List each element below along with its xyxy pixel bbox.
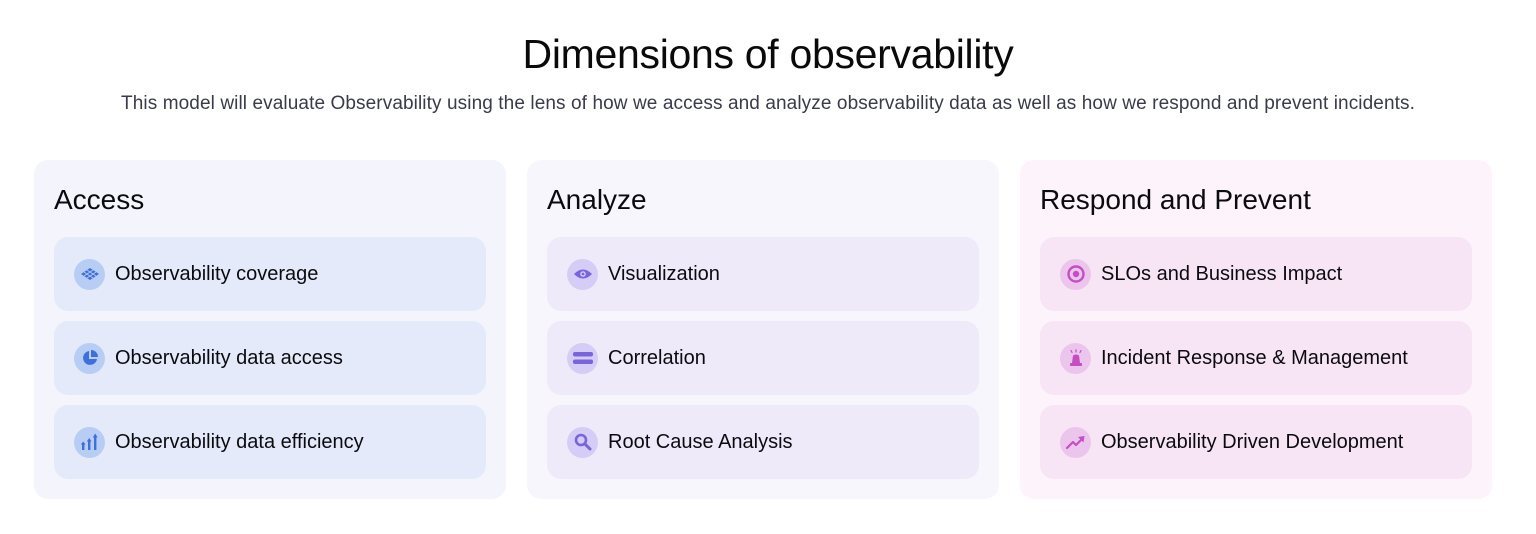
card-access: Access Observ <box>34 160 506 499</box>
card-items: SLOs and Business Impact <box>1040 237 1472 479</box>
card-title: Access <box>54 184 145 215</box>
item-correlation[interactable]: Correlation <box>547 321 979 395</box>
card-title: Respond and Prevent <box>1040 184 1311 215</box>
eye-icon <box>567 258 598 290</box>
item-observability-driven-development[interactable]: Observability Driven Development <box>1040 405 1472 479</box>
target-icon <box>1060 258 1091 290</box>
item-root-cause-analysis[interactable]: Root Cause Analysis <box>547 405 979 479</box>
item-label: Visualization <box>608 263 720 285</box>
item-observability-data-access[interactable]: Observability data access <box>54 321 486 395</box>
page-subtitle: This model will evaluate Observability u… <box>121 93 1415 114</box>
item-label: SLOs and Business Impact <box>1101 263 1343 285</box>
item-incident-response-management[interactable]: Incident Response & Management <box>1040 321 1472 395</box>
siren-icon <box>1060 342 1091 374</box>
item-label: Observability coverage <box>115 263 319 285</box>
card-title: Analyze <box>547 184 647 215</box>
dimension-cards: Access Observ <box>34 160 1492 499</box>
item-slos-and-business-impact[interactable]: SLOs and Business Impact <box>1040 237 1472 311</box>
bar-chart-arrows-up-icon <box>74 426 105 458</box>
item-label: Observability Driven Development <box>1101 431 1404 453</box>
item-label: Observability data efficiency <box>115 431 364 453</box>
item-label: Incident Response & Management <box>1101 347 1408 369</box>
card-analyze: Analyze Visualization <box>527 160 999 499</box>
grid-plane-icon <box>74 258 105 290</box>
card-items: Observability coverage Observability dat… <box>54 237 486 479</box>
card-respond-and-prevent: Respond and Prevent SLOs and Business Im… <box>1020 160 1492 499</box>
equals-bars-icon <box>567 342 598 374</box>
item-label: Root Cause Analysis <box>608 431 793 453</box>
item-visualization[interactable]: Visualization <box>547 237 979 311</box>
page-title: Dimensions of observability <box>522 31 1014 77</box>
pie-chart-icon <box>74 342 105 374</box>
item-observability-coverage[interactable]: Observability coverage <box>54 237 486 311</box>
item-label: Correlation <box>608 347 706 369</box>
trending-up-icon <box>1060 426 1091 458</box>
item-observability-data-efficiency[interactable]: Observability data efficiency <box>54 405 486 479</box>
card-items: Visualization Correlation <box>547 237 979 479</box>
magnifier-icon <box>567 426 598 458</box>
item-label: Observability data access <box>115 347 343 369</box>
